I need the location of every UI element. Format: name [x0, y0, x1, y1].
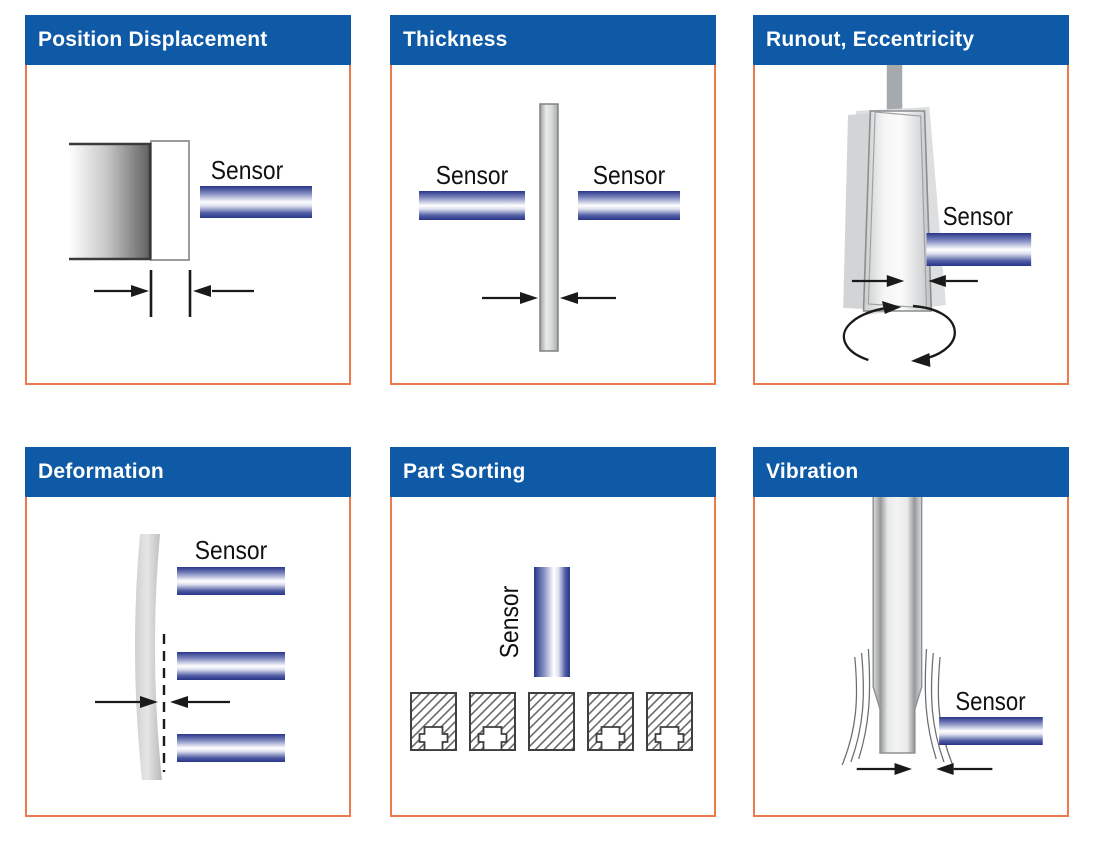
vibrating-rod	[841, 497, 954, 766]
panel-title-vibration: Vibration	[753, 447, 1069, 497]
diagram-vibration: Sensor	[841, 497, 1043, 775]
vibration-line	[924, 648, 937, 760]
sorted-parts	[410, 692, 693, 751]
target-object	[69, 143, 151, 260]
panel-title-text: Deformation	[38, 460, 164, 483]
dimension-arrows	[851, 275, 978, 287]
target-outline-rect	[150, 140, 190, 261]
sensor-bar-left	[419, 191, 525, 220]
diagram-position-displacement: Sensor	[69, 140, 312, 317]
rotation-arc-left	[842, 306, 887, 362]
sensor-label: Sensor	[496, 586, 525, 658]
panel-runout-eccentricity: Runout, Eccentricity	[753, 15, 1069, 385]
slot-cutout	[477, 726, 508, 751]
rod-body	[872, 497, 923, 754]
rotating-shaft	[843, 65, 946, 315]
diagram-part-sorting: Sensor	[410, 567, 693, 751]
measured-plate	[539, 103, 559, 352]
vibration-line	[930, 652, 945, 763]
sensor-bar	[200, 186, 312, 218]
sensor-bar-right	[578, 191, 680, 220]
dimension-arrows	[856, 763, 993, 775]
dimension-arrows	[482, 292, 616, 304]
vibration-line	[841, 656, 858, 766]
panel-part-sorting: Part Sorting Sensor	[390, 447, 716, 817]
sensor-bar-bottom	[177, 734, 285, 762]
diagram-deformation: Sensor	[95, 534, 285, 780]
part-plain	[528, 692, 575, 751]
shaft-stem	[886, 65, 903, 113]
panel-body-thickness: Sensor Sensor	[390, 65, 716, 385]
sensor-label: Sensor	[955, 687, 1025, 716]
shaft-body	[862, 110, 933, 312]
panel-position-displacement: Position Displacement Sensor	[25, 15, 351, 385]
diagram-runout-eccentricity: Sensor	[842, 65, 1032, 367]
panel-title-text: Position Displacement	[38, 28, 268, 51]
panel-thickness: Thickness Sensor Sensor	[390, 15, 716, 385]
sensor-label: Sensor	[195, 537, 267, 566]
dimension-arrows	[94, 270, 254, 317]
panel-body-runout-eccentricity: Sensor	[753, 65, 1069, 385]
target-object-edge	[69, 142, 152, 261]
panel-deformation: Deformation Sensor	[25, 447, 351, 817]
sensor-label-right: Sensor	[593, 162, 665, 191]
diagram-thickness: Sensor Sensor	[419, 103, 680, 352]
sensor-bar-vertical	[534, 567, 570, 677]
panel-title-text: Part Sorting	[403, 460, 526, 483]
panel-title-thickness: Thickness	[390, 15, 716, 65]
panel-body-position-displacement: Sensor	[25, 65, 351, 385]
panel-body-part-sorting: Sensor	[390, 497, 716, 817]
panel-title-text: Vibration	[766, 460, 859, 483]
vibration-line	[850, 652, 864, 763]
panel-body-deformation: Sensor	[25, 497, 351, 817]
sensor-label-left: Sensor	[436, 162, 508, 191]
panel-vibration: Vibration	[753, 447, 1069, 817]
slot-cutout	[595, 726, 626, 751]
panel-body-vibration: Sensor	[753, 497, 1069, 817]
vibration-line	[937, 656, 954, 766]
deformed-sheet	[134, 534, 162, 780]
panel-title-runout-eccentricity: Runout, Eccentricity	[753, 15, 1069, 65]
sensor-label: Sensor	[943, 202, 1013, 231]
vibration-line	[858, 648, 871, 760]
slot-cutout	[418, 726, 449, 751]
slot-cutout	[654, 726, 685, 751]
panel-title-part-sorting: Part Sorting	[390, 447, 716, 497]
sensor-bar	[926, 233, 1032, 266]
panel-title-deformation: Deformation	[25, 447, 351, 497]
sensor-bar-middle	[177, 652, 285, 680]
sensor-bar	[939, 717, 1043, 745]
rotation-arc-right	[912, 304, 956, 360]
sensor-label: Sensor	[211, 157, 283, 186]
rotation-arrows	[842, 301, 956, 367]
panel-title-text: Runout, Eccentricity	[766, 28, 975, 51]
panel-title-position-displacement: Position Displacement	[25, 15, 351, 65]
sensor-bar-top	[177, 567, 285, 595]
panel-title-text: Thickness	[403, 28, 508, 51]
dimension-arrows	[95, 696, 230, 708]
